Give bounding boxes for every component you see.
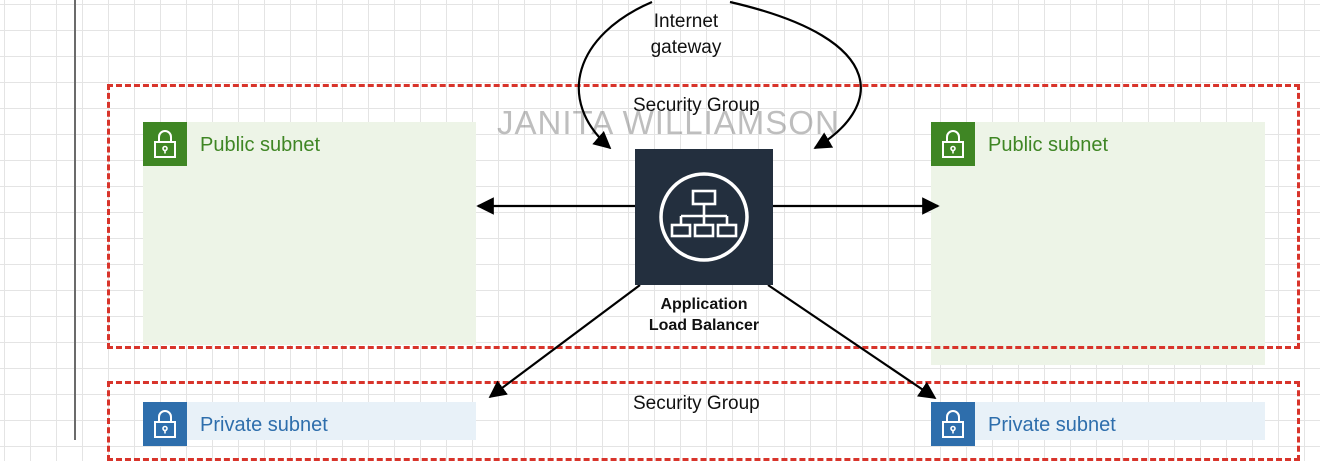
gateway-arrow-left [577, 0, 653, 150]
watermark: JANITA WILLIAMSON [497, 104, 840, 141]
public-subnet-label: Public subnet [200, 134, 321, 156]
security-group-label-top: Security Group [633, 95, 760, 116]
private-subnet-label: Private subnet [200, 414, 328, 436]
connector-layer [476, 0, 940, 399]
application-load-balancer[interactable] [635, 149, 773, 285]
canvas-divider [74, 0, 76, 440]
alb-to-private-right-arrow [767, 284, 937, 399]
public-subnet-right[interactable]: Public subnet [931, 122, 1265, 365]
lock-icon [931, 402, 975, 446]
security-group-label-bottom: Security Group [633, 393, 760, 414]
gateway-arrow-right [729, 0, 862, 149]
lock-icon [143, 402, 187, 446]
private-subnet-right[interactable]: Private subnet [931, 402, 1265, 446]
public-subnet-left[interactable]: Public subnet [143, 122, 476, 345]
private-subnet-left[interactable]: Private subnet [143, 402, 476, 446]
lock-icon [931, 122, 975, 166]
alb-to-private-left-arrow [488, 284, 641, 399]
public-subnet-label: Public subnet [988, 134, 1109, 156]
security-group-top[interactable] [107, 84, 1300, 349]
alb-label: Application Load Balancer [648, 296, 760, 334]
private-subnet-label: Private subnet [988, 414, 1116, 436]
load-balancer-icon [659, 172, 749, 262]
lock-icon [143, 122, 187, 166]
internet-gateway-label[interactable]: Internet gateway [650, 11, 722, 58]
